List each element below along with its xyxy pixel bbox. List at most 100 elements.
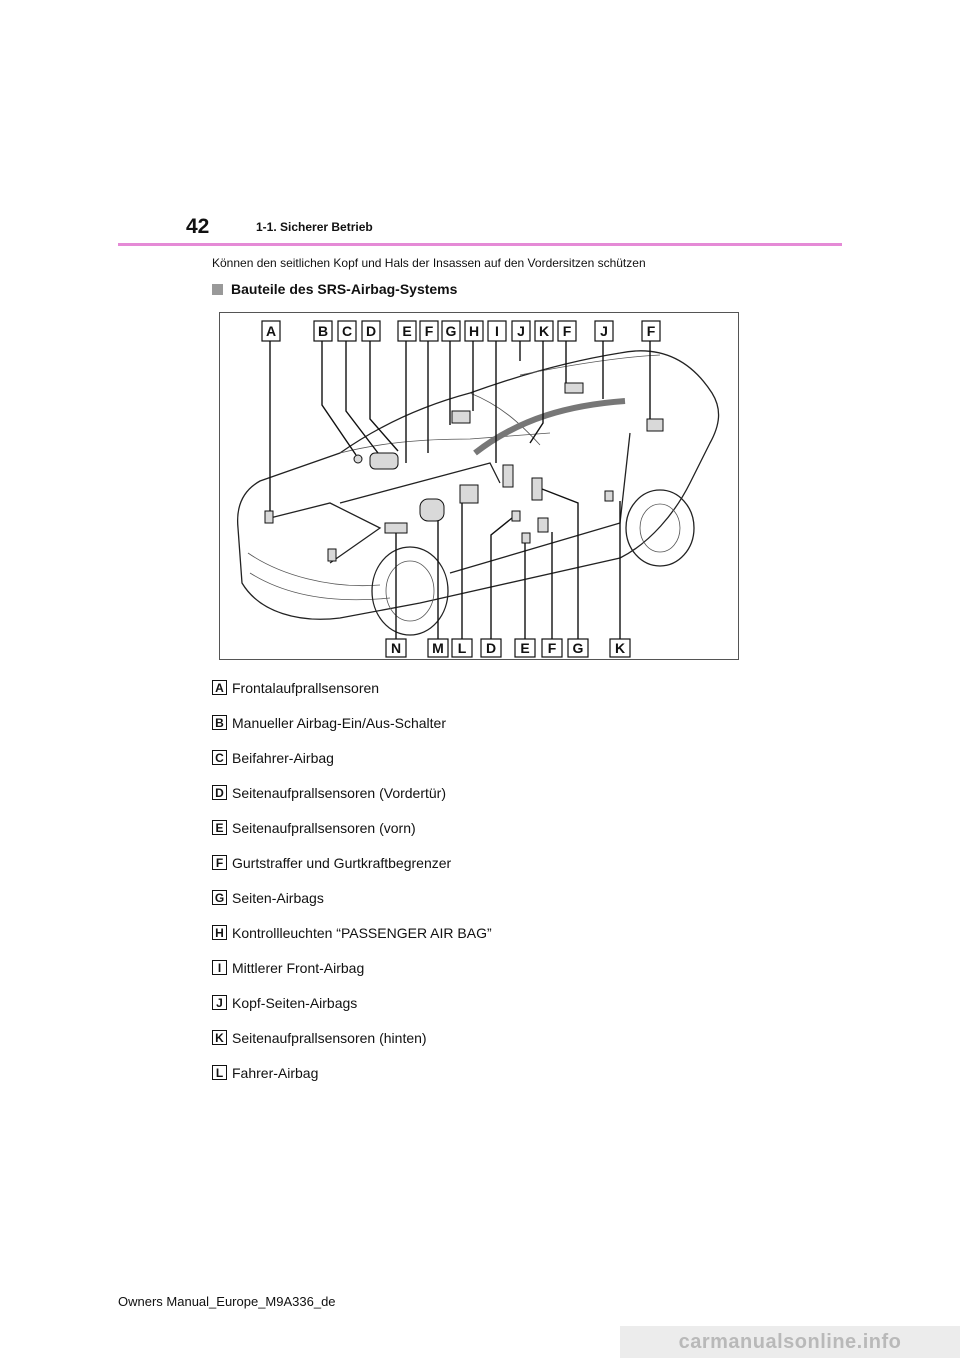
watermark[interactable]: carmanualsonline.info — [620, 1326, 960, 1358]
bottom-label-6: G — [573, 640, 584, 656]
legend-text: Manueller Airbag-Ein/Aus-Schalter — [232, 714, 446, 731]
car-diagram: A B C D E F G H I J K F J F N M L D E F … — [236, 320, 720, 658]
front-impact-sensor-left — [264, 510, 274, 524]
bottom-label-1: M — [432, 640, 444, 656]
pretensioner-rear-right — [646, 418, 664, 432]
legend-key: F — [212, 855, 227, 870]
bottom-label-3: D — [486, 640, 496, 656]
rear-side-sensor — [604, 490, 614, 502]
leader-k-top — [529, 341, 544, 444]
legend-key: L — [212, 1065, 227, 1080]
top-label-row: A B C D E F G H I J K F J F — [261, 320, 661, 342]
curtain-airbag — [473, 398, 626, 456]
legend-key: J — [212, 995, 227, 1010]
legend-text: Beifahrer-Airbag — [232, 749, 334, 766]
legend-item-a: A Frontalaufprallsensoren — [212, 670, 712, 705]
square-bullet-icon — [212, 283, 223, 295]
airbag-system-figure: A B C D E F G H I J K F J F N M L D E F … — [219, 312, 739, 660]
top-label-0: A — [266, 323, 276, 339]
leader-b — [321, 341, 357, 456]
legend-text: Mittlerer Front-Airbag — [232, 959, 365, 976]
legend-key: C — [212, 750, 227, 765]
hood-line — [339, 432, 551, 454]
pretensioner-rear-left — [564, 382, 584, 394]
top-label-12: J — [600, 323, 608, 339]
side-airbag-driver — [531, 477, 543, 501]
legend-text: Fahrer-Airbag — [232, 1064, 319, 1081]
legend-key: H — [212, 925, 227, 940]
legend-text: Seitenaufprallsensoren (hinten) — [232, 1029, 427, 1046]
passenger-airbag — [369, 452, 399, 470]
legend-key: D — [212, 785, 227, 800]
legend-item-g: G Seiten-Airbags — [212, 880, 712, 915]
top-label-1: B — [318, 323, 328, 339]
legend-item-h: H Kontrollleuchten “PASSENGER AIR BAG” — [212, 915, 712, 950]
legend-key: A — [212, 680, 227, 695]
footer-doc-id: Owners Manual_Europe_M9A336_de — [118, 1294, 336, 1309]
legend-item-e: E Seitenaufprallsensoren (vorn) — [212, 810, 712, 845]
top-label-9: J — [517, 323, 525, 339]
leader-d-top — [369, 341, 399, 452]
front-wheel-rim — [385, 560, 435, 622]
car-body-outline — [236, 350, 720, 620]
airbag-ecu — [384, 522, 408, 534]
top-label-7: H — [469, 323, 479, 339]
legend-text: Seiten-Airbags — [232, 889, 324, 906]
airbag-on-off-switch — [353, 454, 363, 464]
top-label-2: C — [342, 323, 352, 339]
section-title: 1-1. Sicherer Betrieb — [256, 220, 373, 234]
front-wheel — [371, 546, 449, 636]
top-label-5: F — [425, 323, 434, 339]
top-label-4: E — [402, 323, 411, 339]
legend-key: B — [212, 715, 227, 730]
legend-text: Kopf-Seiten-Airbags — [232, 994, 358, 1011]
subheading: Bauteile des SRS-Airbag-Systems — [212, 281, 457, 297]
leader-c — [345, 341, 379, 454]
grille-line — [249, 572, 391, 601]
legend-text: Gurtstraffer und Gurtkraftbegrenzer — [232, 854, 452, 871]
bottom-label-2: L — [458, 640, 467, 656]
a-pillar-line — [469, 392, 541, 446]
legend-item-l: L Fahrer-Airbag — [212, 1055, 712, 1090]
legend-key: K — [212, 1030, 227, 1045]
legend-item-i: I Mittlerer Front-Airbag — [212, 950, 712, 985]
legend-key: G — [212, 890, 227, 905]
legend-key: E — [212, 820, 227, 835]
legend-text: Seitenaufprallsensoren (vorn) — [232, 819, 416, 836]
legend-item-b: B Manueller Airbag-Ein/Aus-Schalter — [212, 705, 712, 740]
bottom-label-0: N — [391, 640, 401, 656]
legend-item-j: J Kopf-Seiten-Airbags — [212, 985, 712, 1020]
legend-item-f: F Gurtstraffer und Gurtkraftbegrenzer — [212, 845, 712, 880]
top-label-6: G — [446, 323, 457, 339]
legend-text: Frontalaufprallsensoren — [232, 679, 380, 696]
intro-text: Können den seitlichen Kopf und Hals der … — [212, 256, 646, 270]
leader-d-bottom — [490, 517, 513, 639]
door-sensor — [511, 510, 521, 522]
driver-airbag — [419, 498, 445, 522]
center-front-airbag — [451, 410, 471, 424]
top-label-11: F — [563, 323, 572, 339]
bottom-label-5: F — [548, 640, 557, 656]
page-number: 42 — [186, 215, 210, 238]
side-airbag-rear — [502, 464, 514, 488]
side-airbag-front — [459, 484, 479, 504]
legend-text: Kontrollleuchten “PASSENGER AIR BAG” — [232, 924, 492, 941]
bottom-label-7: K — [615, 640, 625, 656]
front-impact-sensor-right — [327, 548, 337, 562]
top-label-13: F — [647, 323, 656, 339]
front-harness — [269, 502, 382, 564]
legend-item-c: C Beifahrer-Airbag — [212, 740, 712, 775]
leader-g-bottom — [541, 488, 579, 639]
rear-wheel-rim — [639, 503, 681, 553]
front-side-sensor — [521, 532, 531, 544]
rear-wheel — [625, 489, 695, 567]
top-label-10: K — [539, 323, 549, 339]
top-label-3: D — [366, 323, 376, 339]
legend-key: I — [212, 960, 227, 975]
pretensioner-driver — [537, 517, 549, 533]
bottom-label-4: E — [520, 640, 529, 656]
bottom-label-row: N M L D E F G K — [385, 638, 631, 658]
subheading-text: Bauteile des SRS-Airbag-Systems — [231, 281, 458, 297]
legend-list: A Frontalaufprallsensoren B Manueller Airb… — [212, 670, 712, 1090]
